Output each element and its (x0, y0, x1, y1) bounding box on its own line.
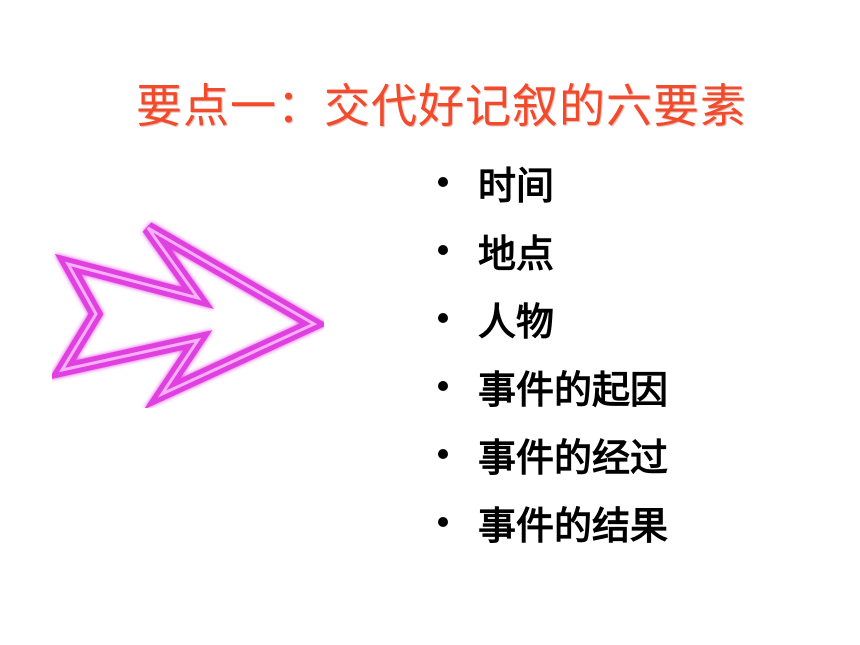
element-list: 时间 地点 人物 事件的起因 事件的经过 事件的结果 (438, 148, 838, 556)
bullet-dot-icon (438, 177, 448, 187)
bullet-dot-icon (438, 517, 448, 527)
arrow-icon (52, 218, 324, 408)
list-item: 事件的结果 (438, 488, 838, 556)
list-item-text: 事件的起因 (478, 367, 669, 412)
list-item-text: 人物 (478, 299, 555, 344)
list-item: 人物 (438, 284, 838, 352)
list-item-text: 事件的结果 (478, 503, 669, 548)
list-item: 时间 (438, 148, 838, 216)
list-item: 事件的起因 (438, 352, 838, 420)
bullet-dot-icon (438, 245, 448, 255)
list-item-text: 地点 (478, 231, 555, 276)
list-item-text: 时间 (478, 163, 555, 208)
bullet-dot-icon (438, 381, 448, 391)
list-item-text: 事件的经过 (478, 435, 669, 480)
slide-title: 要点一：交代好记叙的六要素 (136, 79, 747, 133)
list-item: 地点 (438, 216, 838, 284)
bullet-dot-icon (438, 313, 448, 323)
list-item: 事件的经过 (438, 420, 838, 488)
bullet-dot-icon (438, 449, 448, 459)
